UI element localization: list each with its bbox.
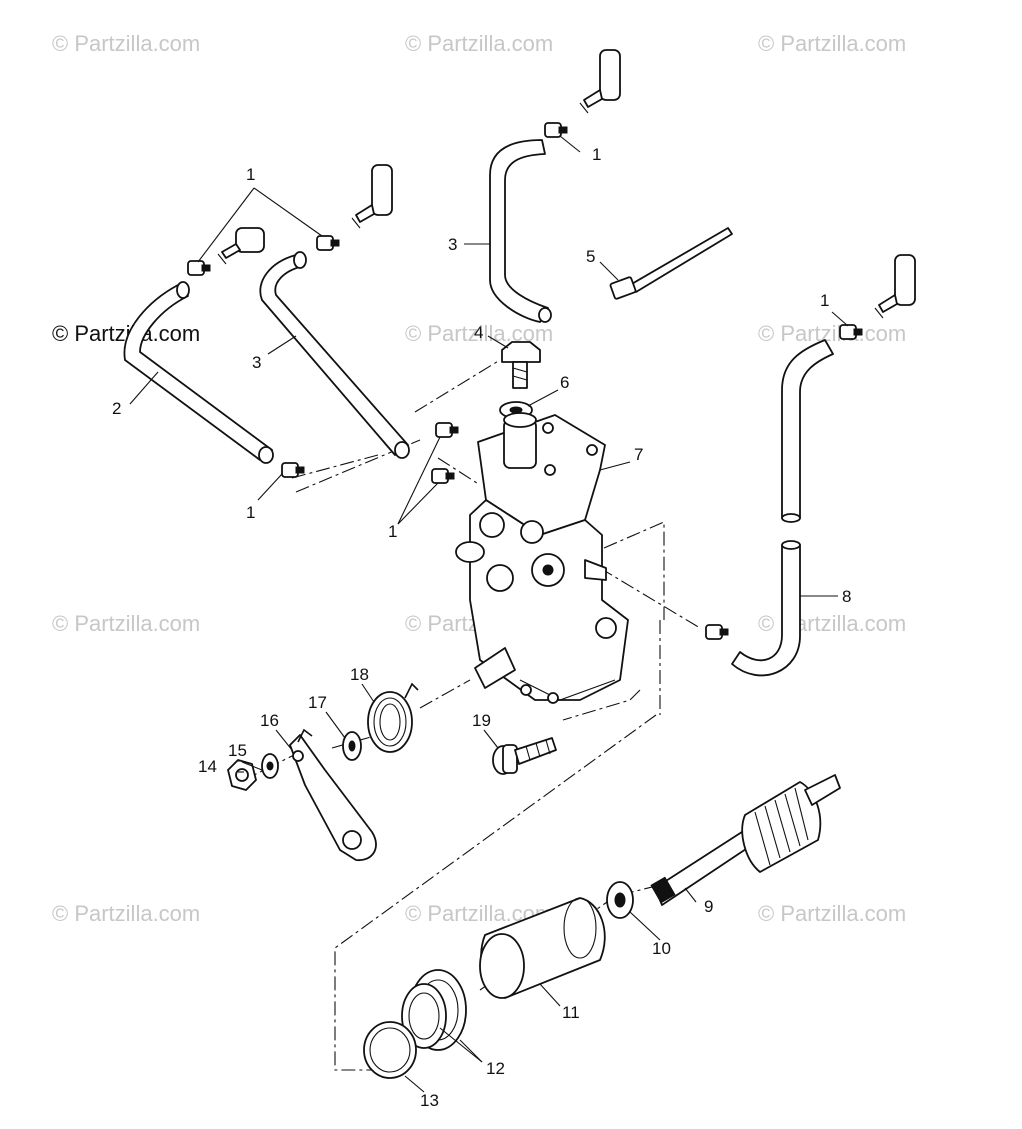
watermark: © Partzilla.com bbox=[758, 321, 906, 346]
washer-17 bbox=[342, 731, 362, 761]
pump-lever bbox=[289, 728, 377, 861]
clamps bbox=[187, 122, 863, 640]
return-spring bbox=[367, 682, 419, 753]
elbow-fitting-mid bbox=[351, 164, 393, 229]
callout-10: 10 bbox=[652, 939, 671, 958]
callout-1: 1 bbox=[592, 145, 601, 164]
leader-lines bbox=[129, 135, 849, 1093]
cable-tie bbox=[609, 227, 733, 300]
elbow-fitting-left bbox=[217, 227, 265, 265]
callout-11: 11 bbox=[562, 1003, 580, 1022]
callout-8: 8 bbox=[842, 587, 851, 606]
callout-17: 17 bbox=[308, 693, 327, 712]
callout-7: 7 bbox=[634, 445, 643, 464]
washer-10 bbox=[606, 881, 634, 919]
watermark: © Partzilla.com bbox=[52, 611, 200, 636]
callout-15: 15 bbox=[228, 741, 247, 760]
callout-5: 5 bbox=[586, 247, 595, 266]
clamp bbox=[281, 462, 305, 478]
elbow-fitting-right bbox=[874, 254, 916, 319]
clamp bbox=[705, 624, 729, 640]
callout-18: 18 bbox=[350, 665, 369, 684]
callout-14: 14 bbox=[198, 757, 217, 776]
callout-13: 13 bbox=[420, 1091, 439, 1110]
callout-1: 1 bbox=[388, 522, 397, 541]
watermark: © Partzilla.com bbox=[52, 901, 200, 926]
callout-19: 19 bbox=[472, 711, 491, 730]
hose-right bbox=[731, 339, 834, 677]
hose-left bbox=[123, 281, 274, 464]
snap-ring bbox=[363, 1021, 417, 1079]
callout-4: 4 bbox=[474, 323, 483, 342]
hose-top bbox=[489, 139, 552, 323]
callout-9: 9 bbox=[704, 897, 713, 916]
clamp bbox=[316, 235, 340, 251]
clamp bbox=[431, 468, 455, 484]
clamp bbox=[435, 422, 459, 438]
watermark: © Partzilla.com bbox=[758, 611, 906, 636]
oil-pump-body bbox=[455, 412, 629, 704]
callout-3: 3 bbox=[448, 235, 457, 254]
nut-14 bbox=[227, 759, 257, 791]
elbow-fittings bbox=[217, 49, 916, 319]
bushing-sleeve bbox=[479, 897, 606, 999]
watermark: © Partzilla.com bbox=[758, 31, 906, 56]
clamp bbox=[544, 122, 568, 138]
watermark: © Partzilla.com bbox=[405, 31, 553, 56]
callout-12: 12 bbox=[486, 1059, 505, 1078]
bleed-screw bbox=[501, 341, 541, 389]
oil-seals bbox=[401, 969, 467, 1051]
elbow-fitting-top bbox=[579, 49, 621, 114]
hose-middle bbox=[259, 251, 410, 459]
screw-19 bbox=[492, 737, 557, 775]
callout-labels: 1 1 1 1 1 2 3 3 4 5 6 7 8 9 10 11 12 13 … bbox=[112, 145, 851, 1110]
callout-16: 16 bbox=[260, 711, 279, 730]
callout-1: 1 bbox=[246, 165, 255, 184]
watermarks: © Partzilla.com © Partzilla.com © Partzi… bbox=[52, 31, 906, 926]
callout-1: 1 bbox=[820, 291, 829, 310]
callout-6: 6 bbox=[560, 373, 569, 392]
drive-gear-shaft bbox=[650, 774, 841, 906]
watermark: © Partzilla.com bbox=[758, 901, 906, 926]
callout-3: 3 bbox=[252, 353, 261, 372]
clamp bbox=[839, 324, 863, 340]
clamp bbox=[187, 260, 211, 276]
washer-15 bbox=[261, 753, 279, 779]
callout-2: 2 bbox=[112, 399, 121, 418]
callout-1: 1 bbox=[246, 503, 255, 522]
watermark: © Partzilla.com bbox=[52, 31, 200, 56]
